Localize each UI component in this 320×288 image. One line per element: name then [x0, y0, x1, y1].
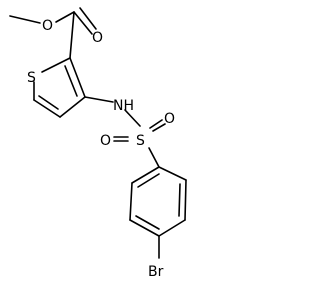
bond-ring-c3-c4	[158, 219, 186, 237]
bond-c4-c5	[33, 99, 61, 118]
bond-ring-c5-c6	[129, 182, 133, 221]
atom-sulfonyl-o-right: O	[164, 111, 175, 127]
atom-carbonyl-o: O	[92, 30, 103, 46]
bond-carbonyl-double-a	[73, 11, 93, 35]
bond-ring-c6-c1	[131, 166, 160, 184]
bond-c3-c4	[59, 96, 86, 118]
atom-ring-s: S	[27, 70, 36, 86]
atom-sulfonyl-o-left: O	[100, 133, 111, 149]
bond-c3-nh	[84, 96, 114, 103]
bond-ring-c6-c1-inner	[137, 173, 160, 188]
bond-so-right-b	[152, 123, 166, 132]
bond-ring-c1-c2	[158, 166, 187, 181]
bond-ester-o-carbonyl	[55, 11, 75, 23]
bond-carbonyl-double-b	[79, 7, 97, 30]
bond-methyl-ester-o	[9, 15, 41, 24]
bond-ring-c2-c3-inner	[178, 183, 181, 217]
bond-carbonyl-c2	[69, 11, 75, 59]
atom-ester-o: O	[42, 18, 53, 34]
bond-c2-c3-inner	[64, 65, 78, 97]
bond-c2-c3	[69, 57, 86, 98]
structure-diagram: O O S NH S O O Br	[9, 7, 187, 280]
bond-nh-sulfonyl-s	[124, 109, 141, 127]
bond-ring-c4-c5-inner	[135, 215, 160, 230]
bond-ring-c4-c5	[129, 219, 160, 237]
atom-nh: NH	[113, 98, 134, 114]
atom-br: Br	[148, 264, 164, 280]
bond-s-ipso	[148, 147, 160, 168]
bond-c4-c5-inner	[38, 95, 59, 110]
bond-ring-c2-c3	[184, 179, 187, 221]
structure-canvas: O O S NH S O O Br	[9, 7, 187, 280]
atom-sulfonyl-s: S	[136, 133, 145, 149]
bond-so-right-a	[149, 119, 163, 129]
bond-s1-c2	[41, 57, 71, 73]
